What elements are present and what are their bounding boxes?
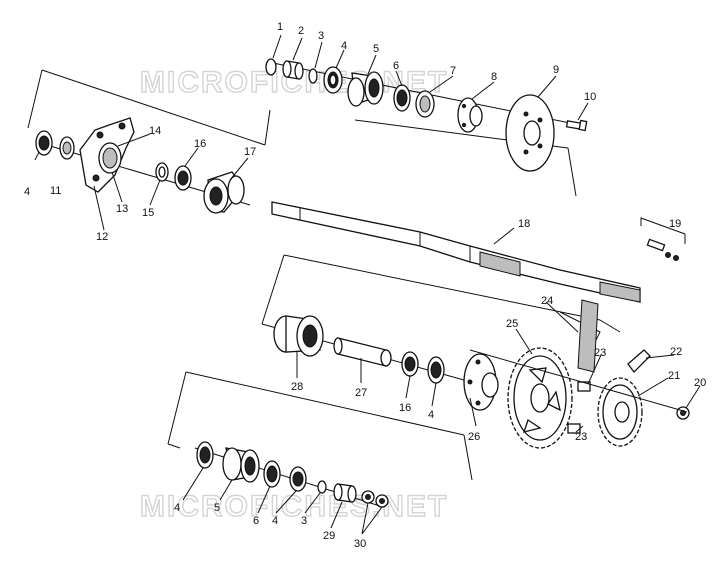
callout-29: 29: [323, 530, 335, 542]
callout-6-bottom: 6: [253, 515, 259, 527]
part-9-brake-disc: [505, 94, 555, 172]
callout-7: 7: [450, 65, 456, 77]
part-23-spacer-upper: [577, 381, 591, 392]
part-10-bolt: [565, 119, 588, 132]
callout-20: 20: [694, 377, 706, 389]
callout-23-lower: 23: [575, 431, 587, 443]
part-28-hub-carrier: [273, 315, 324, 357]
part-17-hub-housing: [203, 171, 245, 214]
callout-16-lower: 16: [399, 402, 411, 414]
part-5-bearing-housing-bottom: [222, 447, 260, 483]
part-7-seal: [415, 90, 435, 118]
callout-16-top: 16: [194, 138, 206, 150]
part-21-small-sprocket: [597, 377, 643, 447]
watermark-bottom: MICROFICHES.NET: [140, 490, 448, 523]
part-6-bearing-bottom: [263, 460, 281, 488]
part-25-large-sprocket: [507, 347, 573, 449]
callout-12: 12: [96, 231, 108, 243]
callout-15: 15: [142, 207, 154, 219]
part-18-rear-axle: [271, 201, 641, 303]
callout-27: 27: [355, 387, 367, 399]
callout-5-bottom: 5: [214, 502, 220, 514]
part-2-spacer: [282, 60, 304, 80]
part-4-bearing-bottom-left: [196, 441, 214, 469]
callout-4-bottom-left: 4: [174, 502, 180, 514]
callout-19: 19: [669, 218, 681, 230]
callout-3-bottom: 3: [301, 515, 307, 527]
part-24-chain-strip: [577, 299, 599, 373]
part-13-14-seal-housing: [98, 142, 122, 174]
part-30-nut-right: [375, 494, 389, 508]
leader-lines: [93, 34, 701, 535]
part-4-bearing-left: [35, 130, 53, 156]
part-16-bearing-left: [174, 165, 192, 191]
callout-5-top: 5: [373, 43, 379, 55]
callout-21: 21: [668, 370, 680, 382]
part-1-snap-ring: [265, 58, 277, 76]
part-30-nut-left: [361, 490, 375, 504]
part-11-seal-left: [59, 136, 75, 160]
callout-9: 9: [553, 64, 559, 76]
callout-4-lower: 4: [428, 409, 434, 421]
part-4-bearing-lower-mid: [427, 356, 445, 384]
callout-28: 28: [291, 381, 303, 393]
callout-3: 3: [318, 30, 324, 42]
part-6-bearing-upper: [393, 84, 411, 112]
callout-2: 2: [298, 25, 304, 37]
part-3-o-ring-bottom: [317, 480, 327, 494]
callout-23-top: 23: [594, 347, 606, 359]
part-3-o-ring: [308, 68, 318, 84]
part-19-master-link: [640, 217, 686, 261]
part-16-bearing-lower: [401, 351, 419, 377]
callout-4-top: 4: [341, 40, 347, 52]
part-8-hub: [457, 97, 483, 133]
part-5-bearing-housing-upper: [347, 71, 384, 107]
lower-middle-axis-line: [469, 349, 688, 413]
callout-14: 14: [149, 125, 161, 137]
callout-6-top: 6: [393, 60, 399, 72]
part-26-sprocket-hub: [463, 353, 499, 411]
part-29-collar: [333, 483, 357, 503]
callout-13: 13: [116, 203, 128, 215]
part-15-washer: [155, 162, 169, 182]
part-20-nut: [676, 406, 690, 420]
part-4-bearing-bottom-right: [289, 466, 307, 492]
callout-1: 1: [277, 21, 283, 33]
part-4-bearing-upper: [323, 66, 343, 94]
callout-17: 17: [244, 146, 256, 158]
callout-18: 18: [518, 218, 530, 230]
callout-11: 11: [50, 185, 61, 197]
callout-22: 22: [670, 346, 682, 358]
callout-30: 30: [354, 538, 366, 550]
callout-8: 8: [491, 71, 497, 83]
callout-25: 25: [506, 318, 518, 330]
bottom-assembly-frame: [167, 371, 473, 481]
callout-4-bottom: 4: [272, 515, 278, 527]
part-22-chain-guide: [627, 349, 651, 373]
part-27-spacer-tube: [333, 337, 392, 367]
callout-4-left: 4: [24, 186, 30, 198]
callout-26: 26: [468, 431, 480, 443]
callout-24: 24: [541, 295, 553, 307]
callout-labels: 1 2 3 4 5 6 7 8 9 10 14 16 17 4 11 13 15…: [24, 21, 706, 550]
callout-10: 10: [584, 91, 596, 103]
